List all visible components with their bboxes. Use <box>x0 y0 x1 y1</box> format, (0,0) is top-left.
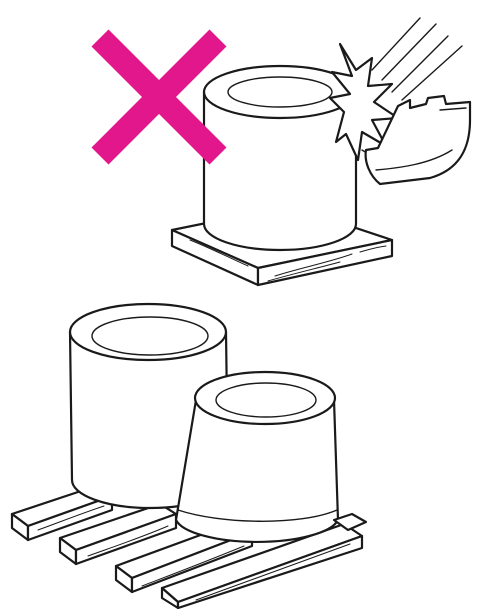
prohibited-cross-icon <box>100 38 218 156</box>
paper-roll-right <box>176 372 338 542</box>
top-panel <box>100 18 470 285</box>
bottom-panel <box>12 304 366 608</box>
paper-roll-top <box>204 66 356 250</box>
